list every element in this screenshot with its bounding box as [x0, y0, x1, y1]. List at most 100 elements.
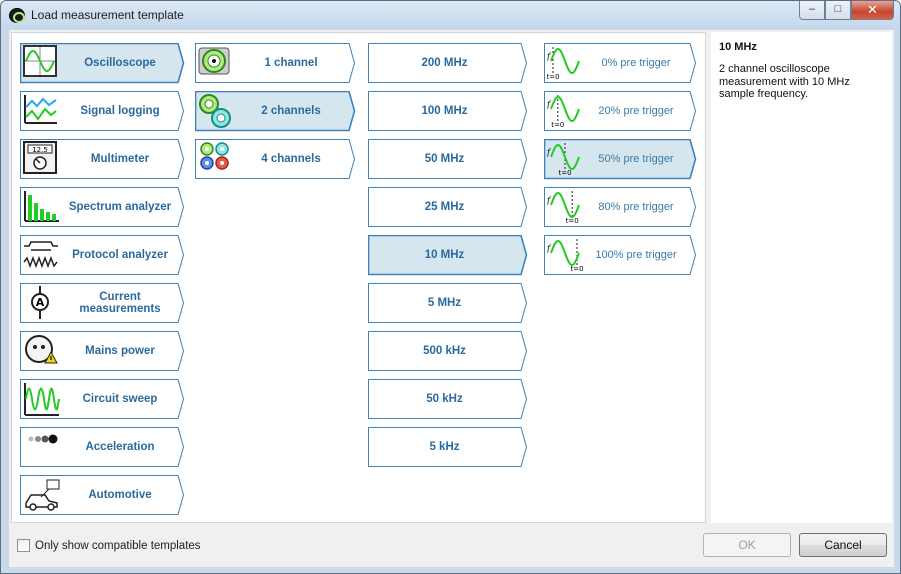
svg-text:f: f: [547, 196, 552, 205]
automotive-icon: [23, 477, 61, 518]
protocol-analyzer-icon: [23, 237, 61, 278]
frequency-tile-label: 50 kHz: [426, 393, 463, 405]
trigger-tile-label: 0% pre trigger: [601, 57, 671, 69]
maximize-button[interactable]: □: [825, 1, 851, 20]
frequency-tile-200-mhz[interactable]: 200 MHz: [368, 43, 528, 83]
svg-text:f: f: [547, 52, 552, 61]
category-tile-label: Protocol analyzer: [72, 249, 168, 261]
mains-power-icon: [23, 333, 61, 374]
frequency-tile-label: 50 MHz: [424, 153, 465, 165]
multimeter-icon: 12.5: [23, 141, 61, 182]
current-measurement-icon: A: [23, 285, 61, 326]
frequency-tile-label: 5 kHz: [429, 441, 460, 453]
circuit-sweep-icon: [23, 381, 61, 422]
compatible-templates-checkbox[interactable]: [17, 539, 30, 552]
trigger-tile-20-pre-trigger[interactable]: f t=0 20% pre trigger: [544, 91, 697, 131]
compatible-templates-option[interactable]: Only show compatible templates: [17, 539, 201, 552]
svg-text:t=0: t=0: [547, 73, 560, 81]
channel-tile-1-channel[interactable]: 1 channel: [195, 43, 356, 83]
category-tile-label: Acceleration: [85, 441, 155, 453]
channel-tile-label: 2 channels: [261, 105, 321, 117]
acceleration-icon: [23, 429, 61, 470]
trigger-tile-100-pre-trigger[interactable]: f t=0 100% pre trigger: [544, 235, 697, 275]
category-tile-label: Current measurements: [79, 291, 161, 315]
trigger-tile-label: 50% pre trigger: [598, 153, 674, 165]
description-text: 2 channel oscilloscope measurement with …: [719, 63, 850, 100]
description-panel: 10 MHz 2 channel oscilloscope measuremen…: [711, 32, 892, 523]
category-tile-mains-power[interactable]: Mains power: [20, 331, 185, 371]
frequency-tile-label: 10 MHz: [424, 249, 465, 261]
category-tile-current-measurements[interactable]: A Current measurements: [20, 283, 185, 323]
svg-text:A: A: [36, 296, 45, 309]
frequency-tile-5-khz[interactable]: 5 kHz: [368, 427, 528, 467]
category-tile-automotive[interactable]: Automotive: [20, 475, 185, 515]
frequency-tile-50-mhz[interactable]: 50 MHz: [368, 139, 528, 179]
frequency-tile-50-khz[interactable]: 50 kHz: [368, 379, 528, 419]
pre-trigger-wave-icon: f t=0: [546, 141, 583, 182]
channel-tile-2-channels[interactable]: 2 channels: [195, 91, 356, 134]
category-tile-acceleration[interactable]: Acceleration: [20, 427, 185, 467]
channel-tile-4-channels[interactable]: 4 channels: [195, 139, 356, 179]
spectrum-analyzer-icon: [23, 189, 61, 230]
svg-text:t=0: t=0: [566, 217, 579, 225]
category-tile-label: Multimeter: [90, 153, 150, 165]
minimize-button[interactable]: –: [799, 1, 825, 20]
svg-text:t=0: t=0: [558, 169, 571, 177]
category-tile-label: Circuit sweep: [82, 393, 158, 405]
trigger-tile-0-pre-trigger[interactable]: f t=0 0% pre trigger: [544, 43, 697, 83]
svg-text:t=0: t=0: [570, 265, 583, 273]
category-tile-label: Automotive: [88, 489, 152, 501]
cancel-button[interactable]: Cancel: [799, 533, 887, 557]
category-tile-label: Spectrum analyzer: [68, 201, 172, 213]
svg-text:f: f: [547, 244, 552, 253]
trigger-tile-50-pre-trigger[interactable]: f t=0 50% pre trigger: [544, 139, 697, 182]
bnc-connector-icon: [198, 45, 232, 86]
app-logo-icon: [9, 8, 25, 23]
oscilloscope-icon: [23, 45, 61, 86]
compatible-templates-label: Only show compatible templates: [35, 539, 201, 552]
svg-text:f: f: [547, 100, 552, 109]
category-tile-circuit-sweep[interactable]: Circuit sweep: [20, 379, 185, 419]
frequency-tile-10-mhz[interactable]: 10 MHz: [368, 235, 528, 276]
signal-logging-icon: [23, 93, 61, 134]
category-tile-oscilloscope[interactable]: Oscilloscope: [20, 43, 185, 86]
frequency-tile-label: 5 MHz: [427, 297, 462, 309]
two-connectors-icon: [198, 93, 232, 134]
window-title: Load measurement template: [31, 8, 184, 22]
category-tile-spectrum-analyzer[interactable]: Spectrum analyzer: [20, 187, 185, 227]
frequency-tile-label: 500 kHz: [423, 345, 466, 357]
frequency-tile-100-mhz[interactable]: 100 MHz: [368, 91, 528, 131]
svg-text:f: f: [547, 148, 552, 157]
trigger-tile-80-pre-trigger[interactable]: f t=0 80% pre trigger: [544, 187, 697, 227]
frequency-tile-25-mhz[interactable]: 25 MHz: [368, 187, 528, 227]
trigger-tile-label: 20% pre trigger: [598, 105, 674, 117]
description-title: 10 MHz: [719, 41, 757, 53]
trigger-tile-label: 80% pre trigger: [598, 201, 674, 213]
category-tile-label: Signal logging: [80, 105, 160, 117]
category-tile-signal-logging[interactable]: Signal logging: [20, 91, 185, 131]
frequency-tile-label: 100 MHz: [421, 105, 468, 117]
category-tile-label: Oscilloscope: [84, 57, 156, 69]
ok-button[interactable]: OK: [703, 533, 791, 557]
channel-tile-label: 1 channel: [264, 57, 318, 69]
svg-text:t=0: t=0: [551, 121, 564, 129]
pre-trigger-wave-icon: f t=0: [546, 237, 584, 278]
trigger-tile-label: 100% pre trigger: [595, 249, 677, 261]
channel-tile-label: 4 channels: [261, 153, 321, 165]
frequency-tile-label: 200 MHz: [421, 57, 468, 69]
frequency-tile-label: 25 MHz: [424, 201, 465, 213]
frequency-tile-5-mhz[interactable]: 5 MHz: [368, 283, 528, 323]
frequency-tile-500-khz[interactable]: 500 kHz: [368, 331, 528, 371]
svg-text:12.5: 12.5: [32, 146, 48, 154]
pre-trigger-wave-icon: f t=0: [546, 93, 583, 134]
pre-trigger-wave-icon: f t=0: [546, 189, 583, 230]
close-button[interactable]: ✕: [851, 1, 894, 20]
category-tile-protocol-analyzer[interactable]: Protocol analyzer: [20, 235, 185, 275]
title-bar[interactable]: Load measurement template – □ ✕: [1, 1, 900, 29]
four-connectors-icon: [198, 141, 232, 182]
category-tile-label: Mains power: [85, 345, 155, 357]
